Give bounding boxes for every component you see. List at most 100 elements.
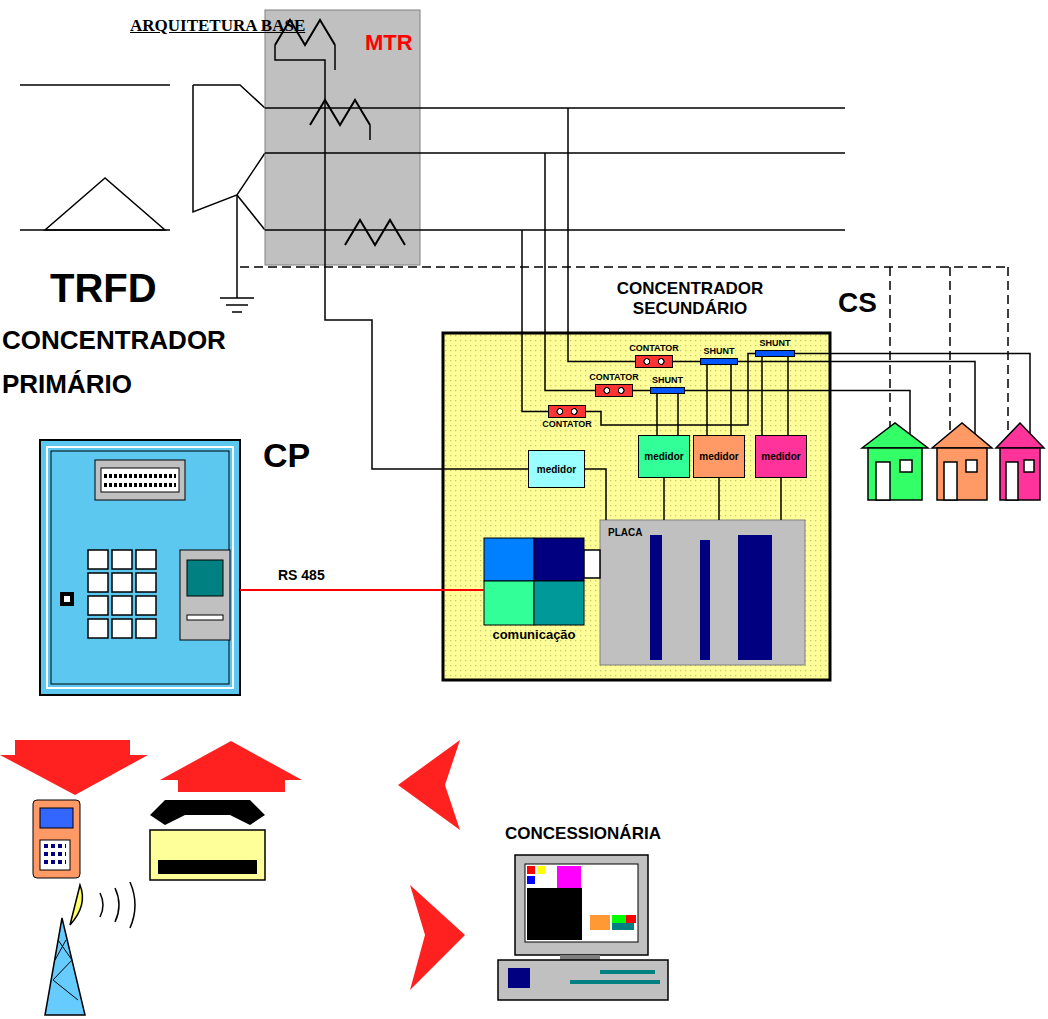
key: [112, 573, 132, 592]
phase-drop: [568, 108, 635, 362]
handheld-terminal: [33, 800, 80, 878]
device-display: [95, 460, 185, 500]
house-window: [966, 460, 977, 472]
meter: medidor: [638, 435, 690, 478]
house-door: [876, 462, 890, 500]
wire-connector: [673, 361, 700, 363]
monitor: [515, 855, 648, 955]
meter-label: medidor: [699, 451, 738, 462]
contactor: CONTATOR: [635, 355, 673, 368]
screen-icon: [527, 866, 535, 874]
part-label: SHUNT: [760, 339, 791, 349]
wire-connector: [657, 394, 678, 435]
coil-wire: [275, 45, 325, 265]
key: [136, 596, 156, 615]
communication-module: comunicação: [484, 538, 584, 625]
wire-connector: [325, 265, 528, 469]
device-display: [101, 468, 179, 492]
meter: medidor: [693, 435, 745, 478]
shunt: SHUNT: [755, 350, 795, 357]
board-chip: [738, 535, 772, 660]
wye-wire: [193, 85, 265, 212]
concentrator-housing: [443, 333, 830, 680]
box-label: MTR: [365, 30, 413, 56]
house-roof: [862, 423, 928, 448]
handheld-screen: [40, 808, 73, 828]
house-feed: [738, 362, 975, 446]
board-chip: [650, 535, 662, 660]
ground-symbol: [220, 298, 254, 312]
device-frame: [51, 451, 229, 684]
current-coil: [345, 220, 405, 245]
drive-slot: [600, 970, 655, 974]
phase-drop: [522, 230, 548, 412]
primary-wire: [20, 84, 170, 86]
monitor-screen: [525, 864, 638, 942]
box-code: CS: [838, 287, 877, 319]
utility-computer: CONCESSIONÁRIA: [498, 852, 668, 1000]
transformer-label: TRFD: [50, 266, 157, 311]
meter: medidor: [528, 450, 585, 488]
house-window: [900, 460, 912, 472]
shunt: SHUNT: [700, 358, 738, 365]
secondary-concentrator: CONCENTRADOR SECUNDÁRIOCSCONTATORCONTATO…: [443, 333, 830, 680]
wire-connector: [586, 354, 755, 426]
meter-housing: [265, 10, 420, 265]
house-roof: [996, 423, 1044, 448]
edge-label: RS 485: [278, 567, 325, 583]
house-roof: [932, 423, 992, 448]
key: [136, 550, 156, 569]
part-label: CONTATOR: [629, 344, 679, 354]
part-label: CONTATOR: [542, 420, 592, 430]
device-port: [64, 596, 70, 602]
handheld-keys: [44, 846, 66, 862]
part-label: CONTATOR: [589, 373, 639, 383]
meter-label: medidor: [537, 464, 576, 475]
up-arrow: [160, 741, 302, 792]
box-code: CP: [263, 436, 310, 475]
tower-lattice: [53, 940, 78, 1000]
key: [88, 596, 108, 615]
board: [600, 520, 805, 665]
house-feed: [795, 354, 1030, 446]
current-coil: [310, 100, 370, 125]
key: [112, 619, 132, 638]
wire-connector: [718, 478, 720, 520]
primary-concentrator: CONCENTRADOR PRIMÁRIOCP: [40, 440, 240, 695]
antenna-dish: [70, 885, 82, 925]
concentrator-housing: [443, 333, 830, 680]
wire-connector: [633, 390, 650, 392]
phase-drop: [545, 153, 595, 391]
key: [88, 550, 108, 569]
house-body: [1000, 448, 1040, 500]
right-arrow: [410, 885, 465, 990]
key: [136, 573, 156, 592]
wire-connector: [762, 357, 788, 435]
contactor: CONTATOR: [548, 405, 586, 418]
device-port: [60, 592, 74, 606]
screen-window: [590, 915, 610, 930]
screen-window: [612, 915, 626, 923]
display-dots: [104, 476, 176, 485]
control-board: PLACA: [600, 520, 805, 665]
drive-slot: [508, 968, 530, 988]
part-label: SHUNT: [652, 376, 683, 386]
screen-window: [557, 866, 581, 888]
screen-window: [527, 888, 582, 940]
neutral-line: [240, 266, 1008, 268]
module-square: [484, 581, 534, 625]
antenna-tower: [45, 918, 85, 1015]
coil-wire: [369, 125, 371, 140]
module-square: [534, 581, 584, 625]
coil-wire: [334, 45, 336, 70]
wire-connector: [584, 550, 600, 578]
meter-label: medidor: [644, 451, 683, 462]
board-chip: [700, 540, 710, 660]
wire-connector: [663, 478, 665, 520]
phase-line: [265, 108, 845, 230]
device-frame: [47, 447, 233, 688]
delta-symbol: [45, 178, 165, 230]
